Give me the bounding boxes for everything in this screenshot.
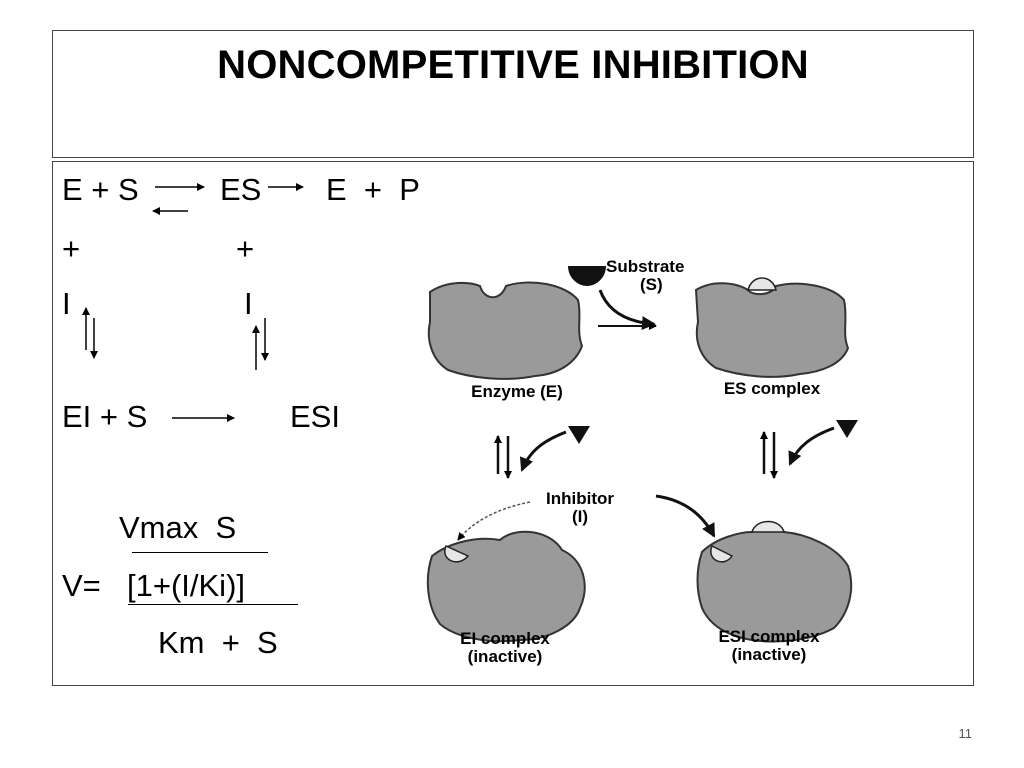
bound-substrate [747, 277, 777, 291]
inhibitor-to-esi-arrow [655, 494, 716, 538]
eq-i-right: I [244, 286, 253, 321]
esi-complex-blob [696, 525, 853, 643]
bound-inhibitor-ei [444, 544, 470, 563]
inhibitor-binding-arrow-left [519, 430, 567, 472]
eq-e-plus-p: E + P [326, 172, 420, 207]
rate-v-label: V= [62, 568, 101, 603]
substrate-binding-arrow [598, 289, 656, 331]
enzyme-label: Enzyme (E) [471, 382, 563, 401]
enzyme-diagram [426, 266, 858, 643]
eq-esi: ESI [290, 399, 340, 434]
inhibitor-icon-left [568, 426, 590, 444]
inhibitor-icon-right [836, 420, 858, 438]
eq-i-left: I [62, 286, 71, 321]
eq-plus-right: + [236, 231, 255, 266]
es-complex-label: ES complex [723, 379, 821, 398]
slide-title: NONCOMPETITIVE INHIBITION [217, 43, 809, 87]
eq-ei-plus-s: EI + S [62, 399, 148, 434]
inhibitor-label: Inhibitor (I) [546, 489, 614, 526]
rate-numerator: Vmax S [119, 510, 237, 545]
bound-inhibitor-esi [710, 544, 734, 563]
eq-es: ES [220, 172, 262, 207]
numerator-line [132, 552, 268, 553]
eq-plus-left: + [62, 231, 81, 266]
ei-complex-label: EI complex (inactive) [460, 629, 550, 666]
title-box: NONCOMPETITIVE INHIBITION [52, 30, 974, 158]
inhibitor-binding-arrow-right [788, 426, 835, 466]
rate-inhibition-term: [1+(I/Ki)] [127, 568, 246, 603]
bound-substrate-esi [751, 520, 785, 533]
rate-denominator: Km + S [158, 625, 278, 660]
enzyme-blob [427, 281, 584, 380]
substrate-label: Substrate (S) [606, 257, 685, 294]
ei-complex-blob [426, 530, 586, 643]
substrate-icon [568, 266, 606, 286]
inhibitor-to-ei-arrow [457, 501, 531, 541]
esi-complex-label: ESI complex (inactive) [718, 627, 820, 664]
denominator-line [128, 604, 298, 605]
eq-e-plus-s: E + S [62, 172, 139, 207]
es-complex-blob [694, 282, 850, 378]
page-number: 11 [958, 726, 973, 741]
